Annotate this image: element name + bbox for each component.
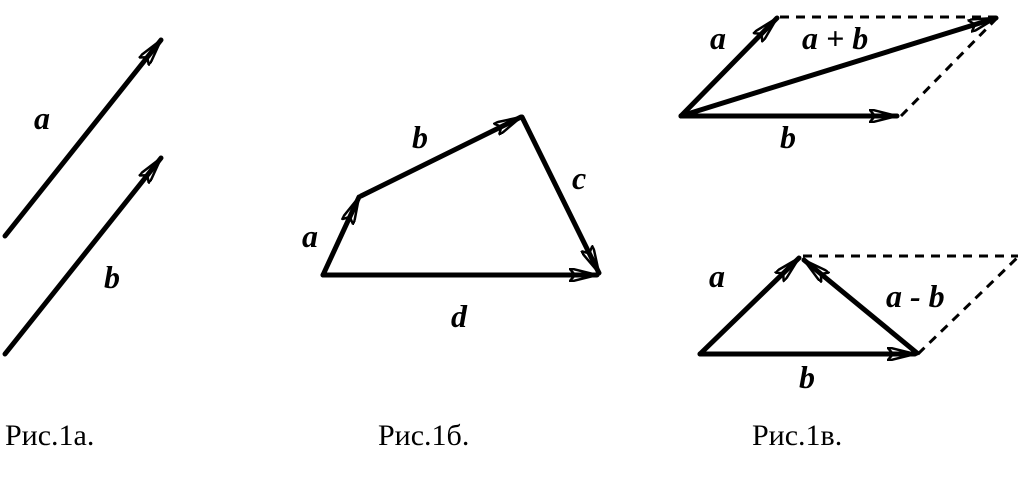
caption-1v: Рис.1в. xyxy=(752,419,842,452)
label-a-sum: a xyxy=(710,20,726,56)
vector-c-1b xyxy=(519,114,602,276)
vector-a-1b xyxy=(320,194,362,278)
vector-b-1a xyxy=(2,155,164,357)
vector-a-plus-b xyxy=(678,15,999,119)
label-a-diff: a xyxy=(709,258,725,294)
vector-a-minus-b xyxy=(801,257,920,356)
vector-a-1a xyxy=(2,37,164,239)
label-d-1b: d xyxy=(451,298,468,334)
figure-1b: a b c d Рис.1б. xyxy=(302,114,602,452)
vector-a-diff xyxy=(697,255,802,357)
label-b-1a: b xyxy=(104,259,120,295)
vector-b-1b xyxy=(358,114,524,199)
label-a-1b: a xyxy=(302,218,318,254)
caption-1a: Рис.1а. xyxy=(5,419,94,452)
label-a-plus-b: a + b xyxy=(802,20,868,56)
figure-1a: a b Рис.1а. xyxy=(2,37,164,452)
caption-1b: Рис.1б. xyxy=(378,419,469,452)
figure-1v-sum: a a + b b xyxy=(678,15,999,155)
vector-a-sum xyxy=(678,15,780,119)
label-a-minus-b: a - b xyxy=(886,278,945,314)
dashed-side-right-diff xyxy=(916,255,1020,356)
label-a-1a: a xyxy=(34,100,50,136)
label-b-1b: b xyxy=(412,119,428,155)
figure-1v-difference: a a - b b xyxy=(697,254,1020,395)
dashed-side-right xyxy=(899,16,999,118)
label-b-diff: b xyxy=(799,359,815,395)
label-c-1b: c xyxy=(572,160,586,196)
label-b-sum: b xyxy=(780,119,796,155)
